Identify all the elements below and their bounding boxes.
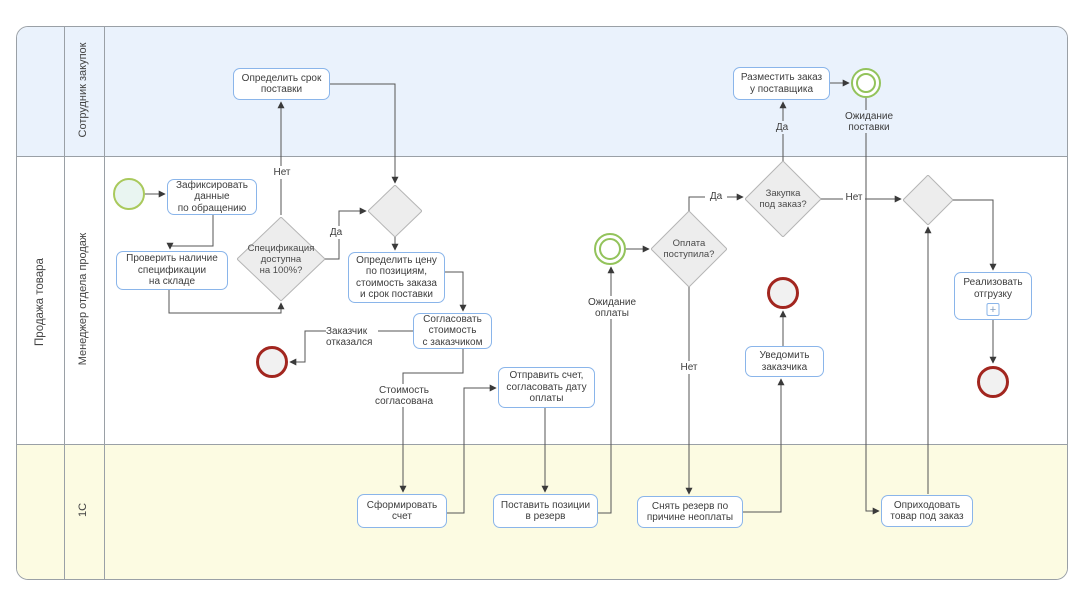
flow-delivery-term-to-merge xyxy=(330,83,399,184)
flow-check-spec-to-gateway xyxy=(168,290,285,314)
flow-merge2-to-ship xyxy=(953,199,997,271)
task-ship-goods-subprocess[interactable]: Реализовать отгрузку + xyxy=(954,272,1032,320)
task-create-invoice[interactable]: Сформировать счет xyxy=(357,494,447,528)
gateway-purchase-to-order[interactable]: Закупка под заказ? xyxy=(745,161,821,237)
end-event-shipped[interactable] xyxy=(977,366,1009,398)
task-define-delivery-term[interactable]: Определить срок поставки xyxy=(233,68,330,100)
flow-reserve-to-wait-payment xyxy=(598,266,615,514)
gateway-merge-1[interactable] xyxy=(368,185,422,237)
label-no-spec: Нет xyxy=(268,166,296,179)
task-notify-customer[interactable]: Уведомить заказчика xyxy=(745,346,824,377)
task-agree-cost[interactable]: Согласовать стоимость с заказчиком xyxy=(413,313,492,349)
flow-remove-reserve-to-notify xyxy=(743,378,785,513)
label-wait-delivery: Ожидание поставки xyxy=(841,110,897,133)
flow-define-price-to-agree-cost xyxy=(445,271,467,312)
intermediate-event-wait-payment[interactable] xyxy=(594,233,626,265)
pool-label-column xyxy=(17,27,65,579)
lane-label-column xyxy=(64,27,105,579)
task-define-price[interactable]: Определить цену по позициям, стоимость з… xyxy=(348,252,445,303)
label-cost-agreed: Стоимость согласована xyxy=(372,384,436,407)
label-no-payment: Нет xyxy=(676,361,702,374)
flow-create-invoice-to-send-invoice xyxy=(447,384,497,514)
task-ship-goods-label: Реализовать отгрузку xyxy=(963,277,1023,300)
task-receive-goods[interactable]: Оприходовать товар под заказ xyxy=(881,495,973,527)
flow-record-data-to-check-spec xyxy=(166,215,214,250)
task-send-invoice[interactable]: Отправить счет, согласовать дату оплаты xyxy=(498,367,595,408)
task-record-request-data[interactable]: Зафиксировать данные по обращению xyxy=(167,179,257,215)
task-reserve-items[interactable]: Поставить позиции в резерв xyxy=(493,494,598,528)
subprocess-plus-icon[interactable]: + xyxy=(986,303,1000,316)
label-no-purchase: Нет xyxy=(843,191,865,204)
label-yes-purchase: Да xyxy=(771,121,793,134)
lane-procurement-employee xyxy=(17,27,1067,157)
label-wait-payment: Ожидание оплаты xyxy=(584,296,640,319)
gateway-purchase-to-order-label: Закупка под заказ? xyxy=(759,188,807,210)
gateway-spec-available-label: Спецификация доступна на 100%? xyxy=(247,242,315,276)
label-yes-spec: Да xyxy=(325,226,347,239)
start-event[interactable] xyxy=(113,178,145,210)
end-event-refused[interactable] xyxy=(256,346,288,378)
task-place-order-supplier[interactable]: Разместить заказ у поставщика xyxy=(733,67,830,100)
flow-wait-delivery-to-receive-goods xyxy=(865,98,880,515)
gateway-payment-received-label: Оплата поступила? xyxy=(663,238,715,260)
label-customer-refused: Заказчик отказался xyxy=(326,325,378,349)
gateway-merge-2[interactable] xyxy=(903,175,953,225)
gateway-payment-received[interactable]: Оплата поступила? xyxy=(651,211,727,287)
intermediate-event-wait-delivery[interactable] xyxy=(851,68,881,98)
task-check-spec-in-stock[interactable]: Проверить наличие спецификации на складе xyxy=(116,251,228,290)
label-yes-payment: Да xyxy=(705,190,727,203)
end-event-notified[interactable] xyxy=(767,277,799,309)
task-remove-reserve[interactable]: Снять резерв по причине неоплаты xyxy=(637,496,743,528)
flow-cost-agreed-to-create-invoice xyxy=(399,349,464,493)
gateway-spec-available[interactable]: Спецификация доступна на 100%? xyxy=(237,217,325,301)
